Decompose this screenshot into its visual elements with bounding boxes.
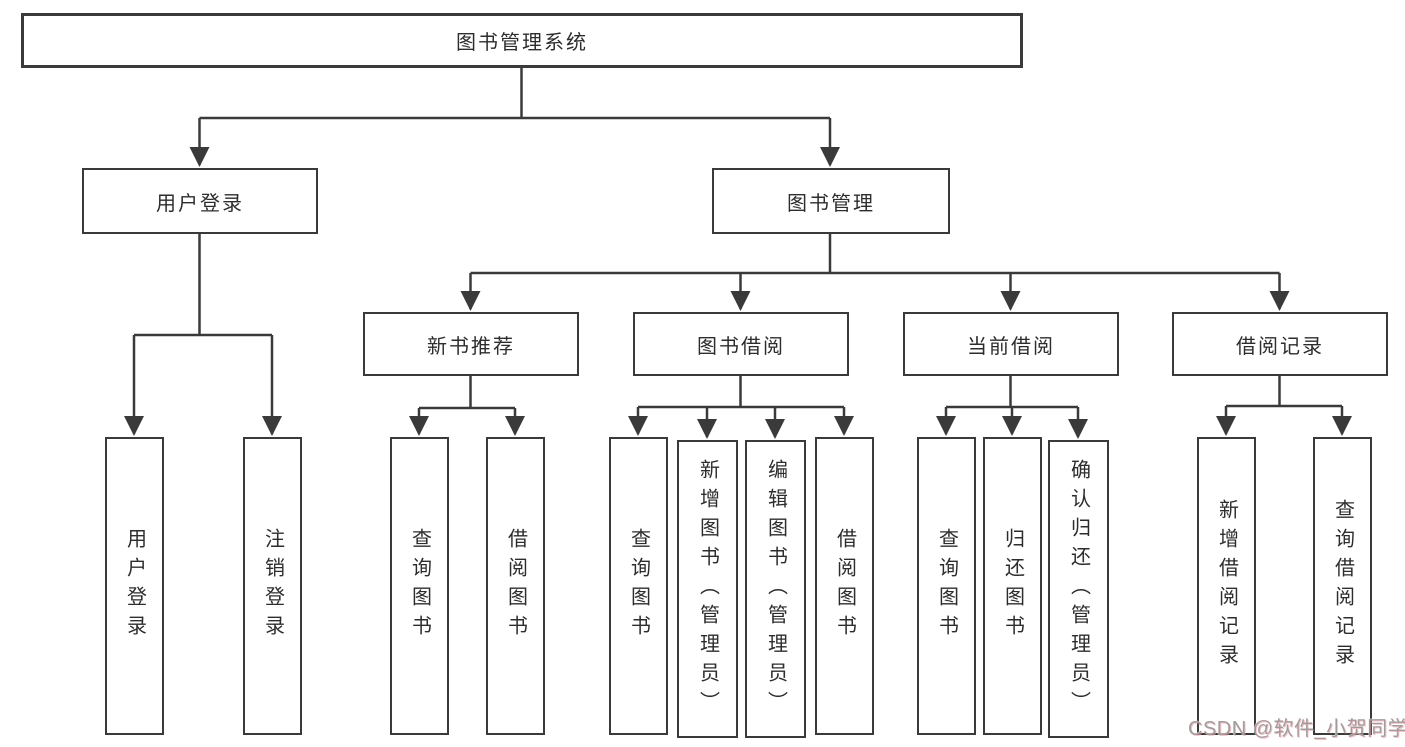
leaf-borrow-books-recommend: 借阅图书 [486,437,545,735]
csdn-watermark: CSDN @软件_小贺同学 [1188,718,1405,740]
leaf-borrow-books: 借阅图书 [815,437,874,735]
node-book-borrow: 图书借阅 [633,312,849,376]
leaf-confirm-return-admin: 确认归还（管理员） [1048,440,1109,738]
leaf-user-login: 用户登录 [105,437,164,735]
node-new-book-recommend: 新书推荐 [363,312,579,376]
leaf-return-books: 归还图书 [983,437,1042,735]
leaf-add-book-admin: 新增图书（管理员） [677,440,738,738]
node-library-system: 图书管理系统 [21,13,1023,68]
node-borrow-records: 借阅记录 [1172,312,1388,376]
leaf-query-books-current: 查询图书 [917,437,976,735]
leaf-logout: 注销登录 [243,437,302,735]
leaf-query-books-borrow: 查询图书 [609,437,668,735]
node-user-login: 用户登录 [82,168,318,234]
leaf-query-borrow-record: 查询借阅记录 [1313,437,1372,735]
node-current-borrow: 当前借阅 [903,312,1119,376]
leaf-query-books-recommend: 查询图书 [390,437,449,735]
leaf-edit-book-admin: 编辑图书（管理员） [745,440,806,738]
leaf-add-borrow-record: 新增借阅记录 [1197,437,1256,735]
node-book-management: 图书管理 [712,168,950,234]
